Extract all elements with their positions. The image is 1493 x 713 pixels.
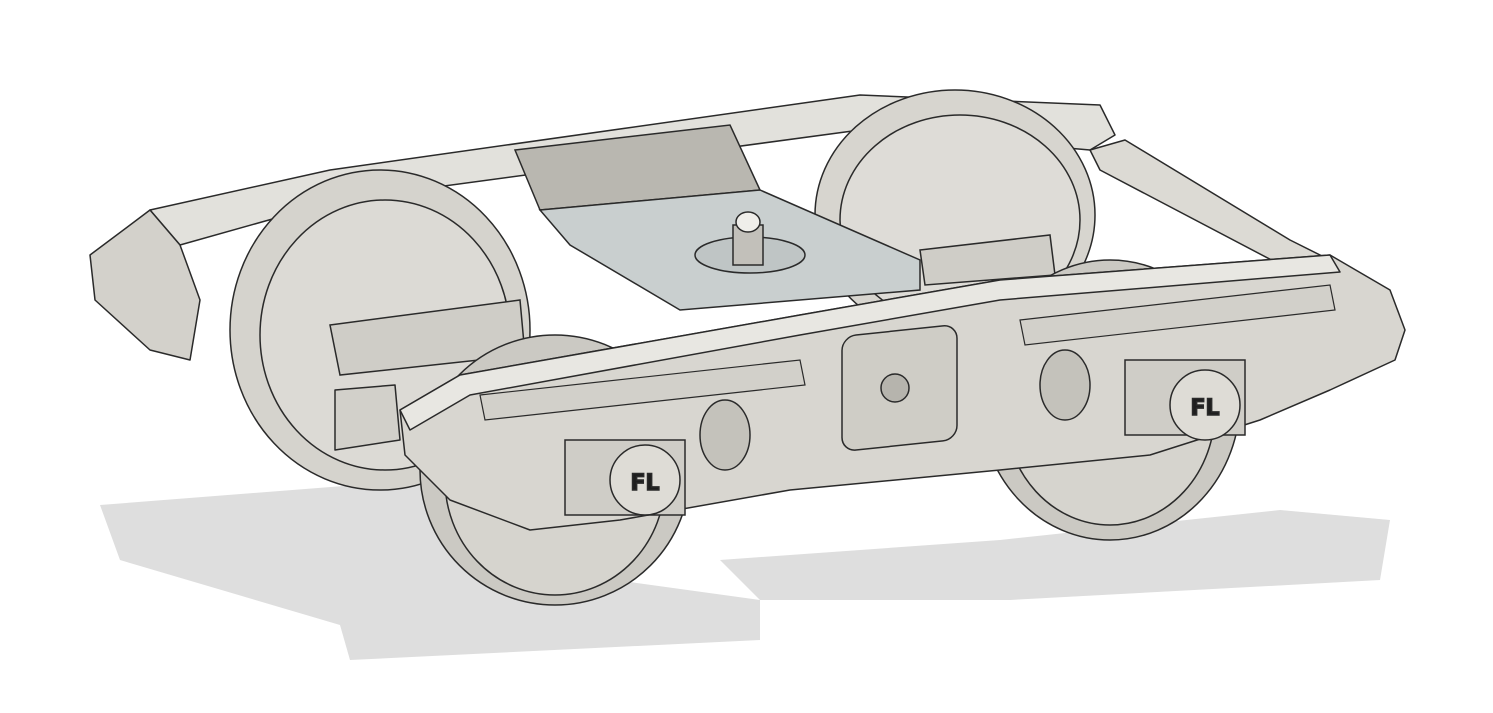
axles xyxy=(329,234,1056,376)
ground-shadow xyxy=(100,480,1390,660)
leaf-springs xyxy=(479,284,1336,421)
axlebox-left-label: FL xyxy=(630,471,659,496)
axlebox-right: FL xyxy=(1124,359,1246,441)
axlebox-left: FL xyxy=(564,439,686,516)
axlebox-right-label: FL xyxy=(1190,396,1219,421)
bolster xyxy=(513,124,921,311)
